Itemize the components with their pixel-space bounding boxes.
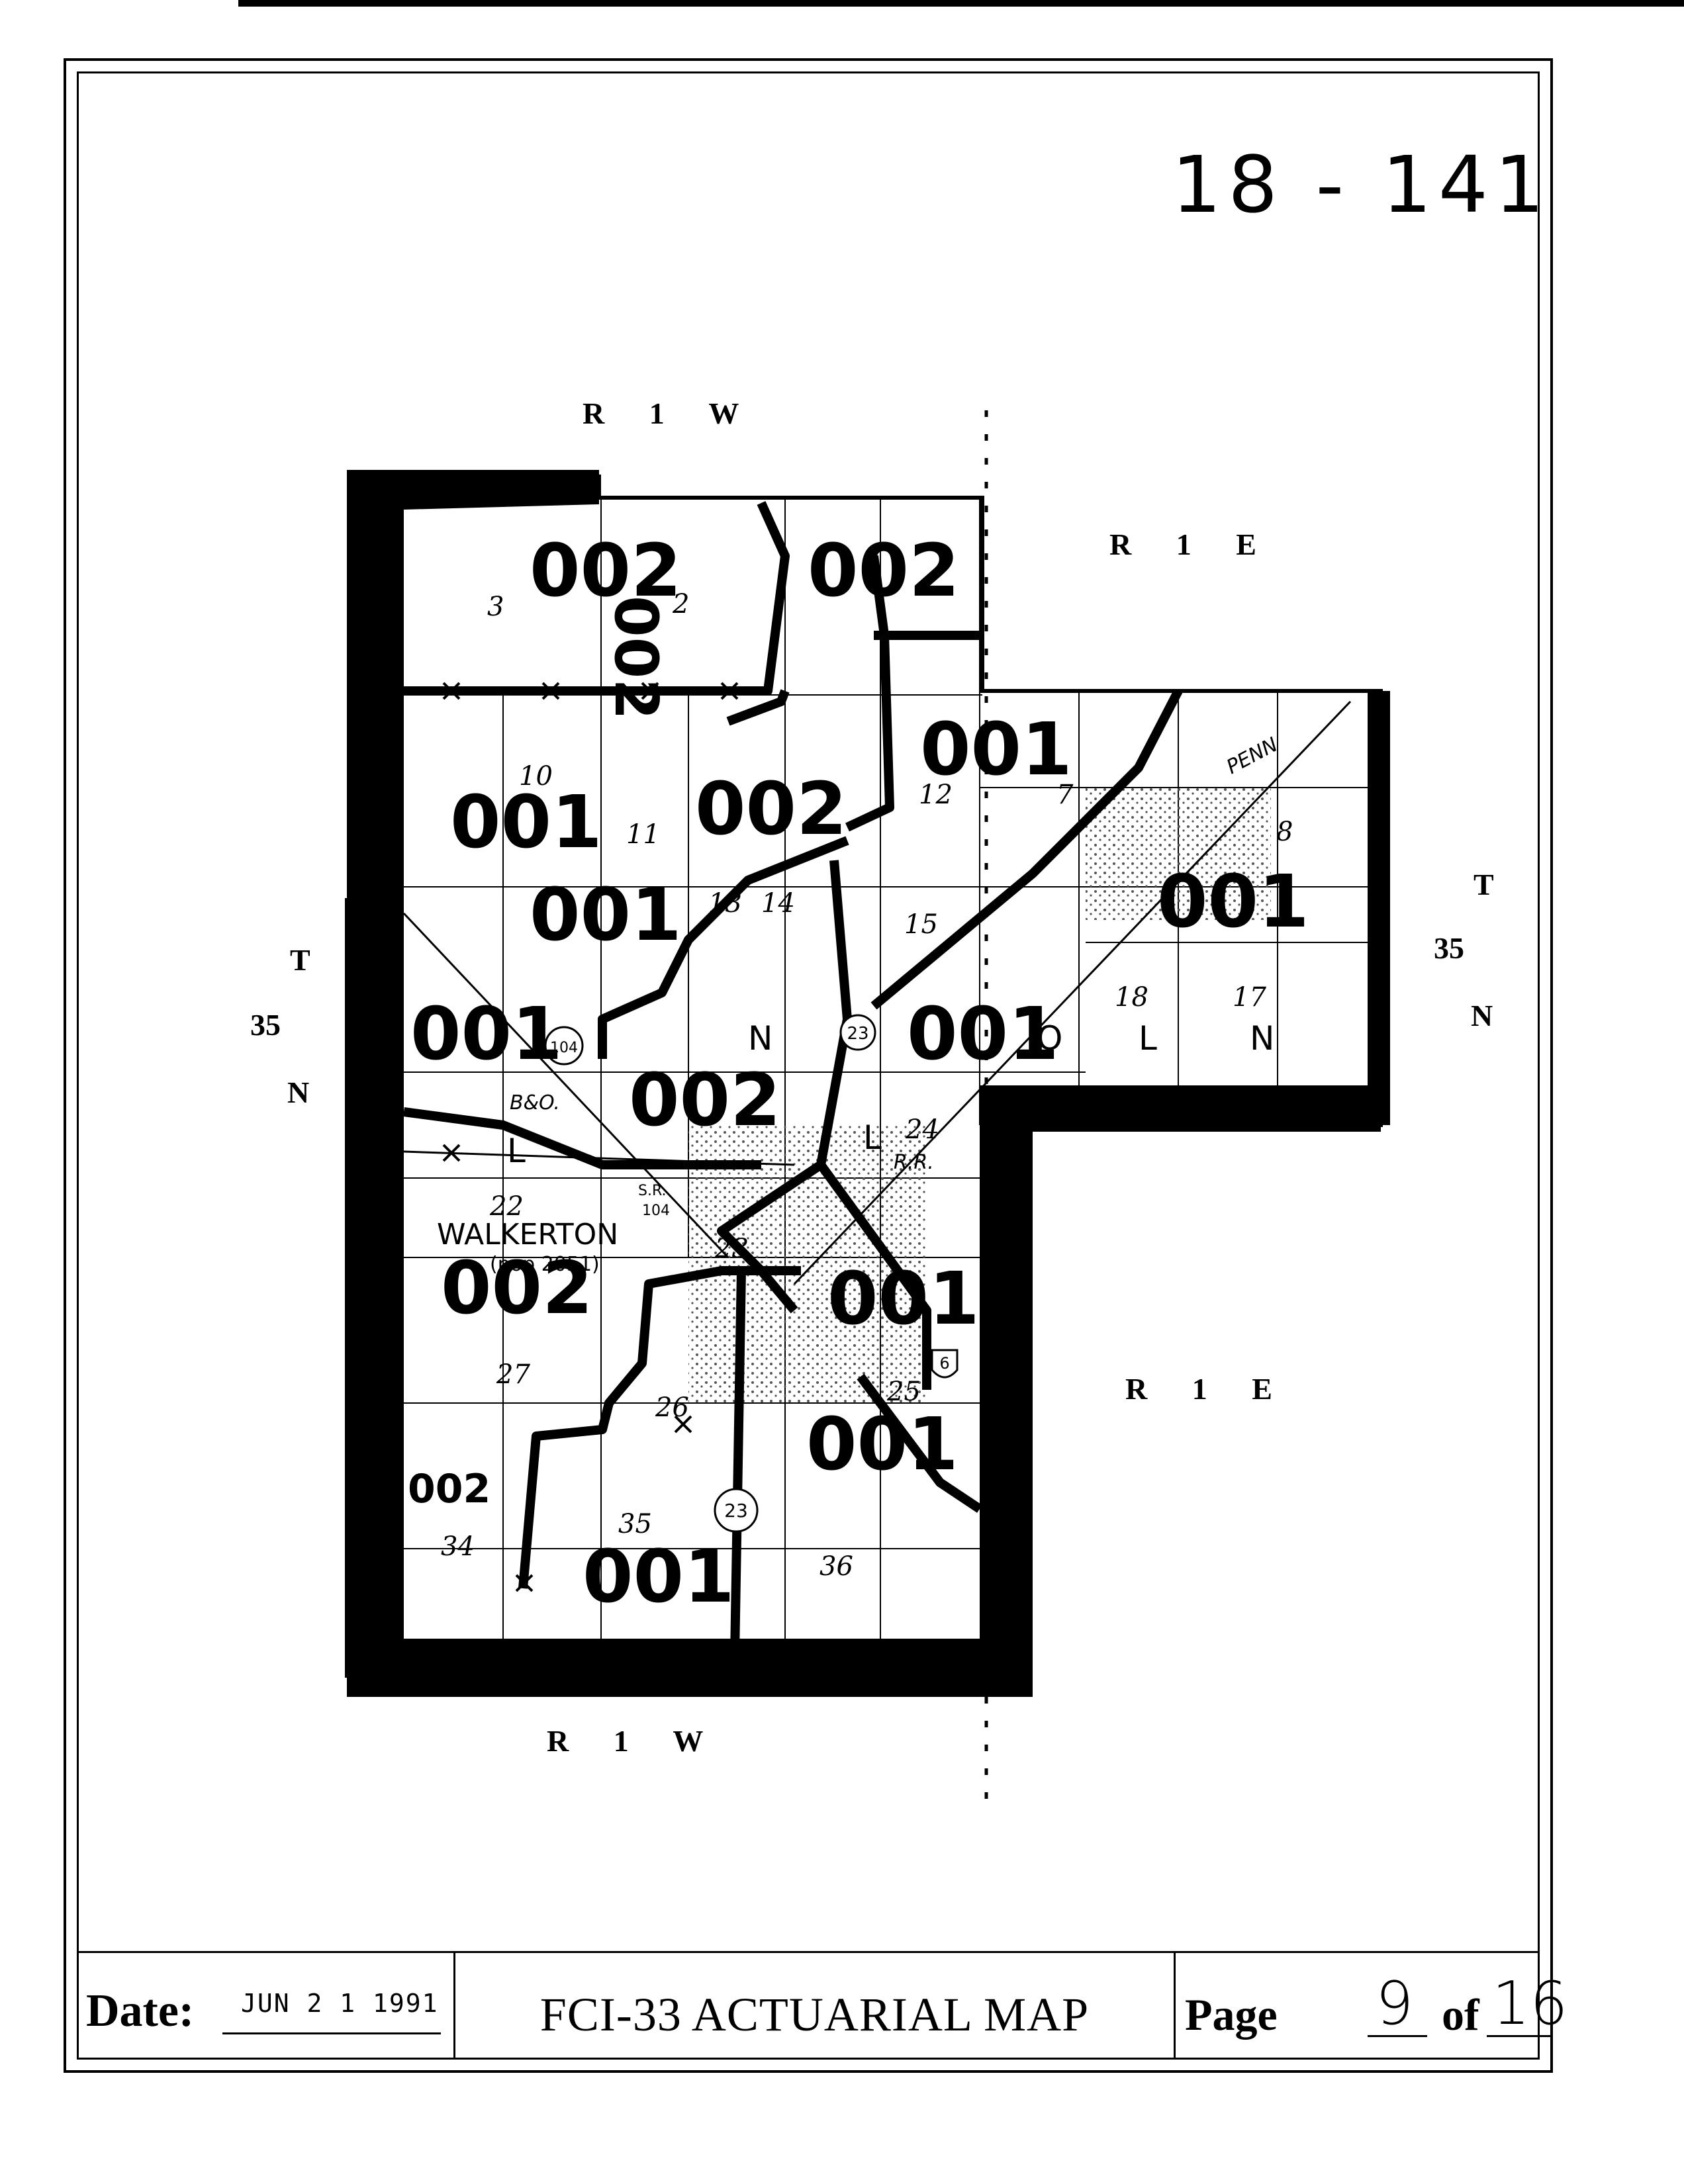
section-number: 36: [819, 1551, 853, 1582]
heavy-border-right-lower: [980, 1118, 1033, 1697]
section-number: 26: [655, 1392, 689, 1423]
territory-code: 001: [806, 1402, 959, 1486]
map-title: FCI-33 ACTUARIAL MAP: [539, 1988, 1090, 2041]
section-number: 15: [904, 909, 938, 940]
territory-code: 002: [441, 1246, 593, 1330]
map-letter: N: [748, 1019, 772, 1058]
page-current: 9: [1376, 1969, 1414, 2038]
section-number: 8: [1276, 817, 1293, 847]
map-letter: L: [1139, 1019, 1157, 1058]
territory-code: 001: [450, 780, 602, 864]
footer-date-cell: Date: JUN 2 1 1991: [77, 1953, 455, 2060]
section-number: 27: [496, 1359, 530, 1390]
page-label: Page: [1185, 1989, 1278, 2040]
heavy-border-top: [347, 470, 599, 510]
territory-code: 002: [530, 528, 682, 613]
urban-area-north: [1086, 788, 1271, 920]
range-label-bottom: R 1 W: [547, 1724, 722, 1758]
township-right-t: T: [1474, 868, 1494, 901]
territory-code: 001: [1157, 859, 1309, 944]
page-current-underline: [1368, 2035, 1427, 2037]
map-letter: L: [507, 1132, 526, 1170]
date-underline: [222, 2032, 441, 2034]
footer-page-cell: Page 9 of 16: [1176, 1953, 1568, 2060]
section-number: 14: [761, 888, 795, 919]
route-shield-23-north: 23: [839, 1014, 876, 1051]
outer-frame: [64, 58, 1553, 2073]
section-number: 11: [626, 819, 660, 850]
map-letter: N: [1250, 1019, 1274, 1058]
date-stamp: JUN 2 1 1991: [241, 1989, 439, 2018]
territory-code: 002: [695, 766, 847, 851]
territory-code: 002: [408, 1466, 491, 1512]
state-route-label: S.R.: [638, 1183, 666, 1199]
route-shield-6: 6: [931, 1349, 959, 1379]
svg-text:104: 104: [550, 1040, 578, 1056]
heavy-border-left: [347, 477, 404, 1694]
territory-code: 001: [920, 707, 1072, 792]
territory-boundaries: [403, 501, 1183, 1655]
range-label-right-upper: R 1 E: [1109, 527, 1275, 561]
page-of-label: of: [1442, 1989, 1479, 2040]
territory-code: 001: [827, 1256, 980, 1341]
route-shield-23-south: 23: [714, 1488, 759, 1533]
township-left-num: 35: [250, 1008, 281, 1042]
section-number: 3: [487, 592, 504, 622]
map-letter: L: [863, 1118, 882, 1157]
inner-frame: [77, 71, 1540, 2060]
section-number: 23: [714, 1234, 749, 1264]
page-total: 16: [1492, 1969, 1568, 2038]
range-label-top: R 1 W: [583, 396, 758, 430]
range-label-right-lower: R 1 E: [1125, 1372, 1291, 1406]
section-number: 22: [489, 1191, 524, 1222]
territory-code: 002: [629, 1058, 781, 1142]
place-population: (pop 2051): [490, 1253, 600, 1276]
heavy-border-step: [980, 1085, 1381, 1132]
sheet-number: 18 - 141: [1172, 139, 1551, 230]
territory-code: 001: [410, 991, 563, 1076]
section-number: 25: [886, 1377, 921, 1407]
page-total-underline: [1487, 2035, 1553, 2037]
section-number: 13: [708, 888, 742, 919]
top-edge-rule: [238, 0, 1684, 7]
territory-code: 002: [808, 528, 960, 613]
footer-title-cell: FCI-33 ACTUARIAL MAP: [455, 1953, 1176, 2060]
railroad-b-o: B&O.: [510, 1091, 560, 1115]
svg-text:23: 23: [847, 1024, 868, 1044]
territory-code: 001: [583, 1534, 735, 1619]
section-number: 35: [618, 1509, 652, 1539]
section-number: 18: [1115, 982, 1148, 1013]
footer-title-block: Date: JUN 2 1 1991 FCI-33 ACTUARIAL MAP …: [77, 1951, 1568, 2060]
state-route-number: 104: [642, 1203, 670, 1219]
heavy-border-bottom: [347, 1639, 1019, 1697]
township-right-n: N: [1471, 999, 1493, 1032]
section-number: 34: [441, 1531, 475, 1562]
territory-code: 002: [601, 596, 671, 720]
township-right-num: 35: [1434, 931, 1464, 965]
township-left-n: N: [287, 1075, 310, 1109]
section-number: 17: [1233, 982, 1266, 1013]
svg-text:6: 6: [939, 1354, 949, 1373]
section-number: 24: [905, 1115, 939, 1145]
county-boundary: [345, 475, 1383, 1678]
date-label: Date:: [86, 1985, 195, 2036]
territory-code: 001: [907, 991, 1059, 1076]
place-name: WALKERTON: [437, 1218, 618, 1251]
section-number: 7: [1056, 780, 1074, 810]
section-number: 2: [672, 589, 689, 619]
section-number: 12: [919, 780, 953, 810]
boundary-cross-marks: [442, 682, 1387, 1592]
heavy-border-right-upper: [1368, 691, 1390, 1125]
route-shield-104: 104: [544, 1026, 584, 1066]
section-number: 10: [519, 761, 553, 792]
railroad-abbrev: R.R.: [894, 1151, 934, 1174]
township-left-t: T: [290, 943, 310, 977]
territory-code: 001: [530, 872, 682, 957]
map-letter: O: [1037, 1019, 1062, 1058]
railroads: [402, 700, 1352, 1285]
svg-text:23: 23: [724, 1500, 748, 1522]
